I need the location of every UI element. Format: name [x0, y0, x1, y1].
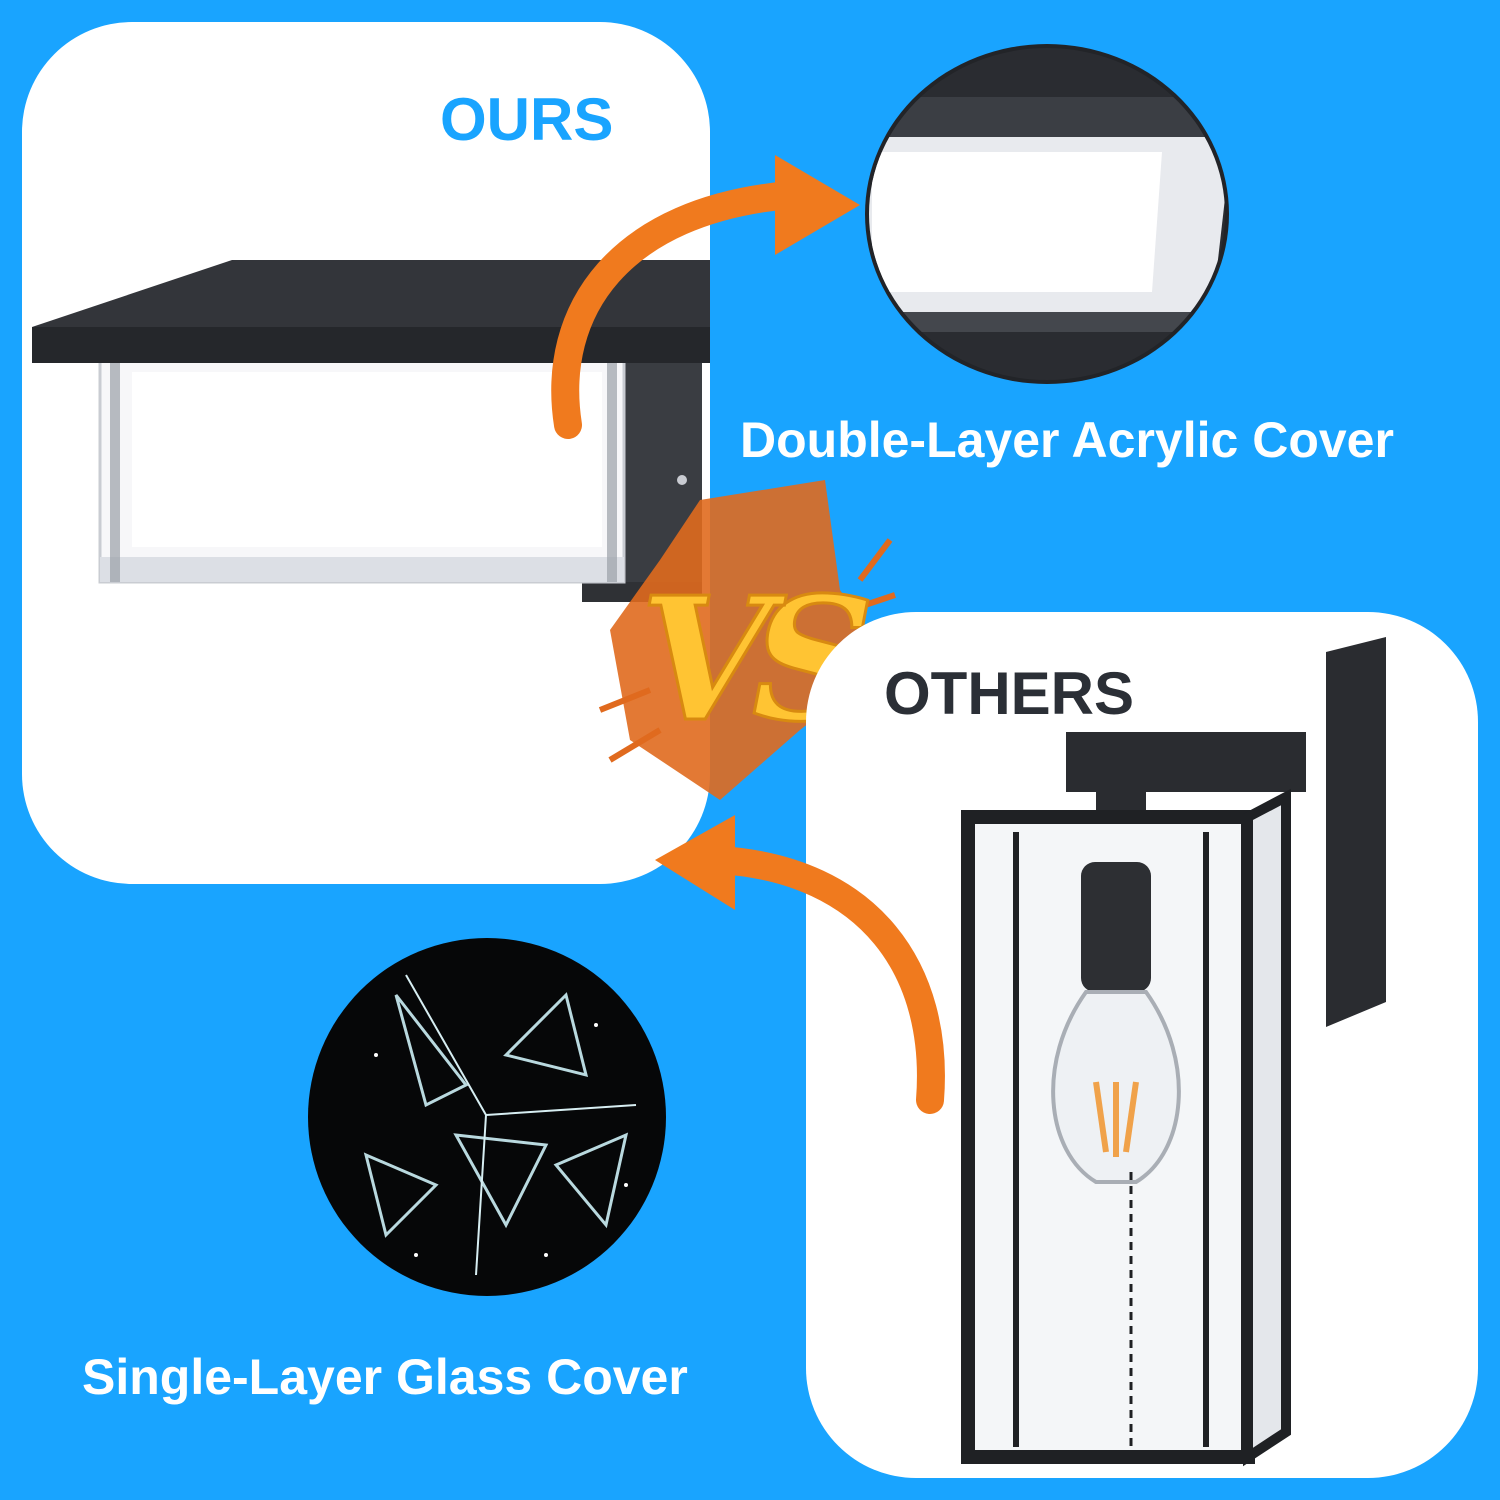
- vs-burst-icon: [598, 480, 896, 800]
- acrylic-cover-closeup-icon: [865, 44, 1229, 384]
- acrylic-wall-light-icon: [32, 260, 710, 602]
- ours-caption: Double-Layer Acrylic Cover: [740, 412, 1394, 468]
- ours-panel: OURS: [22, 22, 710, 884]
- shattered-glass-icon: [308, 938, 666, 1296]
- others-panel: OTHERS: [806, 612, 1478, 1478]
- curved-arrow-icon: [655, 815, 945, 1114]
- others-label: OTHERS: [884, 660, 1135, 727]
- glass-lantern-wall-light-icon: [961, 637, 1386, 1467]
- curved-arrow-icon: [551, 155, 860, 439]
- ours-label: OURS: [440, 86, 614, 153]
- others-caption: Single-Layer Glass Cover: [82, 1349, 688, 1405]
